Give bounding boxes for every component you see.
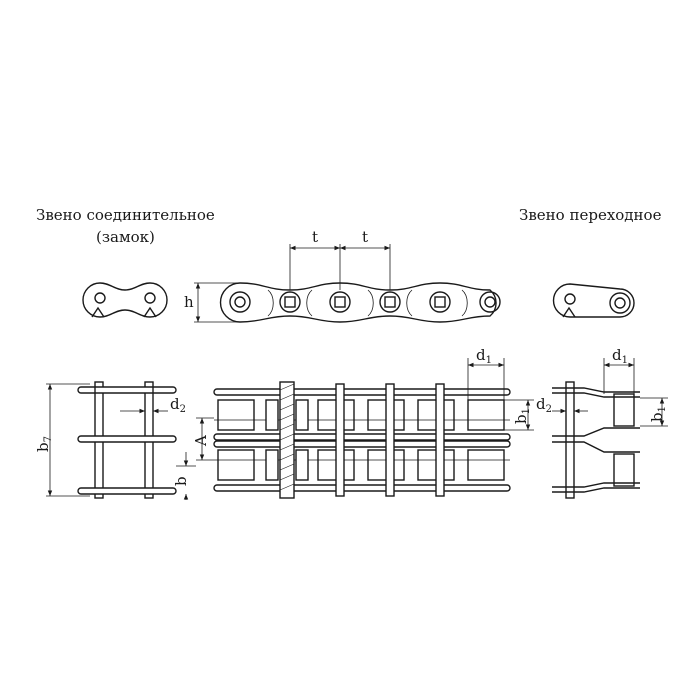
- transition-link-side-view: [552, 283, 635, 318]
- pitch-label-1: t: [312, 228, 318, 246]
- pin-diameter-label-right: d2: [536, 395, 552, 415]
- height-label: h: [184, 293, 194, 311]
- caption-transition-link: Звено переходное: [519, 206, 661, 224]
- pin-diameter-label-left: d2: [170, 395, 186, 415]
- caption-transition-link-text: Звено переходное: [519, 206, 662, 224]
- width-b-label: b: [172, 476, 190, 486]
- caption-connecting-link: Звено соединительное: [36, 206, 215, 224]
- connecting-link-top-view: b7 d2 b: [34, 381, 196, 500]
- inner-width-label-right: b1: [648, 406, 668, 422]
- chain-side-view: t t h: [184, 228, 501, 323]
- pitch-label-2: t: [362, 228, 368, 246]
- chain-top-view: A: [192, 346, 534, 499]
- width-b7-label: b7: [34, 436, 54, 452]
- caption-connecting-link-lock: (замок): [96, 228, 155, 246]
- roller-diameter-label-right: d1: [612, 346, 628, 366]
- row-spacing-label: A: [192, 435, 210, 447]
- inner-width-label-center: b1: [512, 408, 532, 424]
- caption-connecting-link-line2: (замок): [96, 228, 155, 246]
- connecting-link-side-view: [82, 282, 168, 318]
- caption-connecting-link-line1: Звено соединительное: [36, 206, 215, 224]
- transition-link-top-view: d1 d2 b1: [536, 346, 668, 499]
- roller-diameter-label-center: d1: [476, 346, 492, 366]
